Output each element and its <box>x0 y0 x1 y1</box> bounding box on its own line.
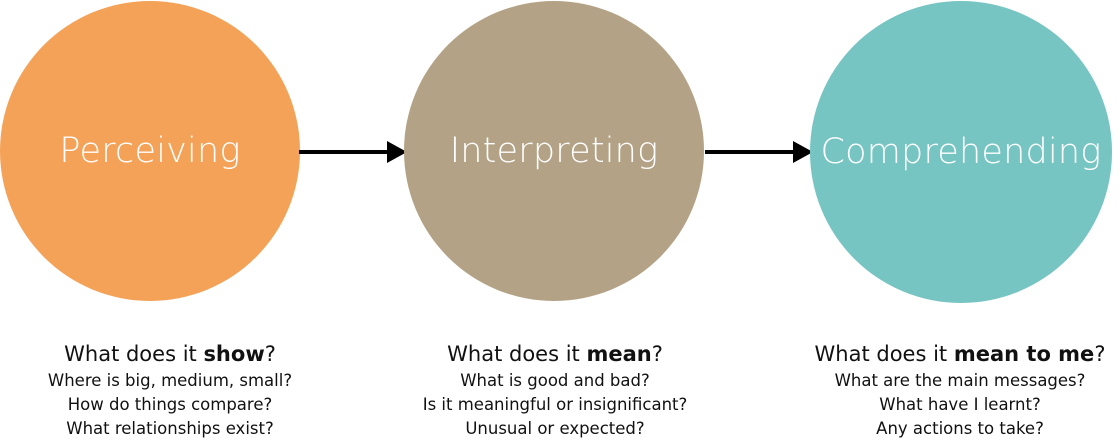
question-suffix: ? <box>651 342 663 366</box>
comprehending-line-3: Any actions to take? <box>876 419 1044 438</box>
question-prefix: What does it <box>814 342 954 366</box>
question-keyword: show <box>203 342 265 366</box>
comprehending-question: What does it mean to me? <box>790 339 1120 369</box>
interpreting-caption: What does it mean? What is good and bad?… <box>385 339 725 441</box>
question-prefix: What does it <box>447 342 587 366</box>
arrow-2-head <box>793 141 813 163</box>
arrow-2 <box>705 141 813 163</box>
perceiving-question: What does it show? <box>0 339 340 369</box>
comprehending-line-2: What have I learnt? <box>879 395 1041 414</box>
question-keyword: mean <box>586 342 652 366</box>
comprehending-label: Comprehending <box>820 132 1102 172</box>
interpreting-line-3: Unusual or expected? <box>465 419 645 438</box>
question-suffix: ? <box>1094 342 1106 366</box>
comprehending-circle: Comprehending <box>810 1 1112 303</box>
perceiving-line-3: What relationships exist? <box>66 419 274 438</box>
interpreting-question: What does it mean? <box>385 339 725 369</box>
perceiving-caption: What does it show? Where is big, medium,… <box>0 339 340 441</box>
interpreting-label: Interpreting <box>449 131 659 171</box>
interpreting-line-1: What is good and bad? <box>460 371 650 390</box>
interpreting-line-2: Is it meaningful or insignificant? <box>422 395 688 414</box>
interpreting-circle: Interpreting <box>404 1 704 301</box>
comprehending-line-1: What are the main messages? <box>834 371 1086 390</box>
question-prefix: What does it <box>64 342 204 366</box>
perceiving-label: Perceiving <box>59 131 241 171</box>
question-suffix: ? <box>264 342 276 366</box>
comprehending-caption: What does it mean to me? What are the ma… <box>790 339 1120 441</box>
question-keyword: mean to me <box>953 342 1095 366</box>
arrow-1-head <box>387 141 407 163</box>
perceiving-line-2: How do things compare? <box>67 395 273 414</box>
perceiving-line-1: Where is big, medium, small? <box>47 371 293 390</box>
arrow-1 <box>299 141 407 163</box>
perceiving-circle: Perceiving <box>0 1 300 301</box>
